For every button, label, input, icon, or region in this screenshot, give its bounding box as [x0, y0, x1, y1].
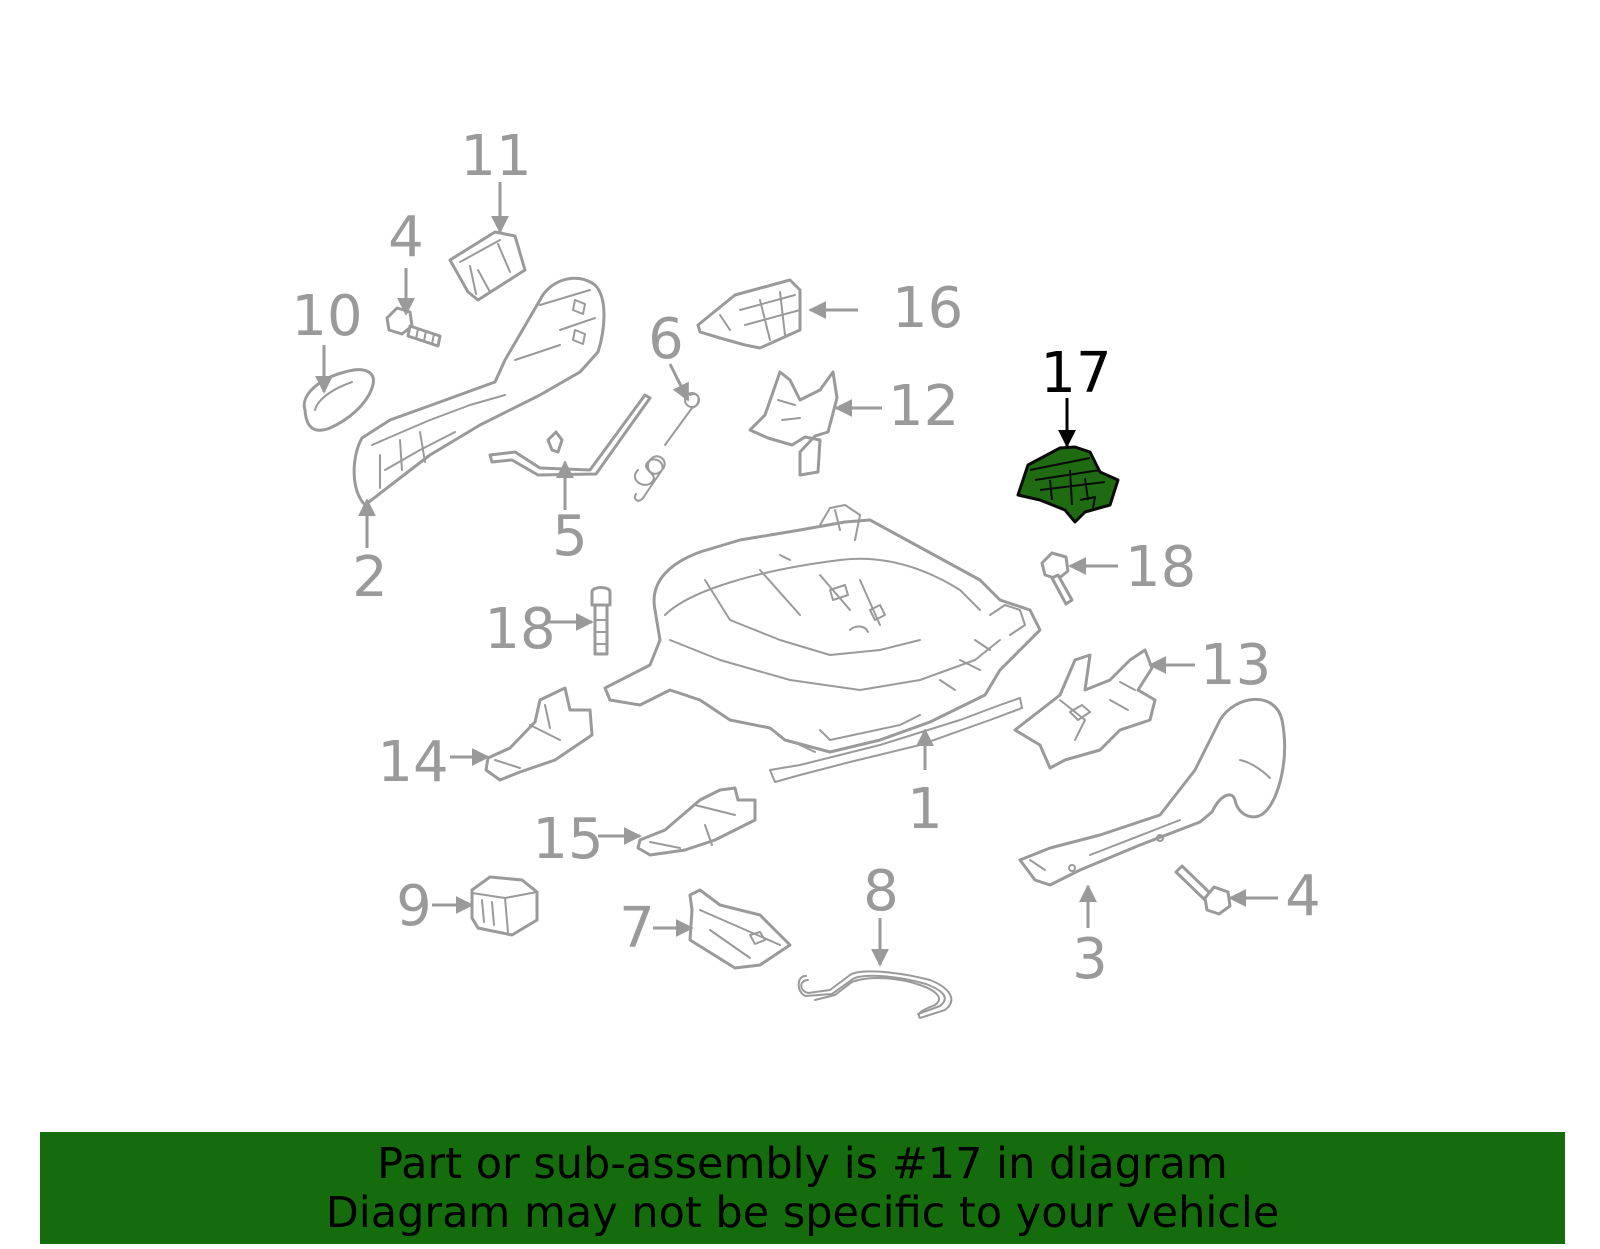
- callout-4-bottom: 4: [1285, 864, 1321, 929]
- callout-6: 6: [648, 307, 684, 372]
- callout-1: 1: [907, 777, 943, 842]
- part-9-block[interactable]: [470, 875, 539, 937]
- part-4-bolt-bottom[interactable]: [1174, 864, 1232, 916]
- banner-line-part: Part or sub-assembly is #17 in diagram: [377, 1139, 1228, 1189]
- part-7-bracket[interactable]: [688, 888, 792, 970]
- callout-17: 17: [1040, 341, 1111, 406]
- part-1-seat-frame[interactable]: [603, 504, 1042, 783]
- callout-12: 12: [888, 374, 959, 439]
- part-17-highlighted[interactable]: [1016, 445, 1120, 524]
- part-12-bracket[interactable]: [748, 370, 839, 477]
- callout-7: 7: [619, 896, 655, 961]
- part-11-bracket[interactable]: [448, 230, 527, 302]
- part-10-cap[interactable]: [302, 368, 375, 432]
- info-banner: Part or sub-assembly is #17 in diagram D…: [40, 1132, 1565, 1244]
- part-14-trim[interactable]: [484, 686, 594, 782]
- part-8-wire[interactable]: [797, 970, 953, 1019]
- callout-2: 2: [352, 545, 388, 610]
- part-3-outer-shield[interactable]: [1018, 697, 1286, 887]
- callout-18-left: 18: [484, 597, 555, 662]
- callout-11: 11: [460, 124, 531, 189]
- callout-16: 16: [892, 276, 963, 341]
- callout-5: 5: [552, 504, 588, 569]
- part-18-bolt-right[interactable]: [1040, 551, 1074, 606]
- callout-10: 10: [291, 284, 362, 349]
- callout-4-top: 4: [388, 205, 424, 270]
- parts-diagram: 11 4 10 16 6 17 12 5 2 18 18 13 14 1 15 …: [291, 124, 1321, 1019]
- part-4-bolt-top[interactable]: [385, 306, 442, 348]
- callout-18-right: 18: [1125, 535, 1196, 600]
- part-16-trim[interactable]: [696, 278, 802, 350]
- callout-3: 3: [1072, 927, 1108, 992]
- part-2-side-shield[interactable]: [352, 276, 606, 507]
- callout-9: 9: [396, 874, 432, 939]
- banner-line-disclaimer: Diagram may not be specific to your vehi…: [325, 1188, 1280, 1238]
- leaders: [315, 182, 1278, 967]
- part-15-trim[interactable]: [636, 786, 757, 857]
- callout-labels: 11 4 10 16 6 17 12 5 2 18 18 13 14 1 15 …: [291, 124, 1320, 992]
- callout-14: 14: [377, 730, 448, 795]
- part-18-bolt-left[interactable]: [590, 586, 612, 656]
- part-6-spring[interactable]: [633, 392, 700, 502]
- part-13-bracket[interactable]: [1013, 648, 1157, 770]
- callout-8: 8: [863, 859, 899, 924]
- part-5-rod[interactable]: [488, 393, 652, 477]
- callout-15: 15: [532, 807, 603, 872]
- leader-6: [668, 363, 690, 402]
- callout-13: 13: [1200, 633, 1271, 698]
